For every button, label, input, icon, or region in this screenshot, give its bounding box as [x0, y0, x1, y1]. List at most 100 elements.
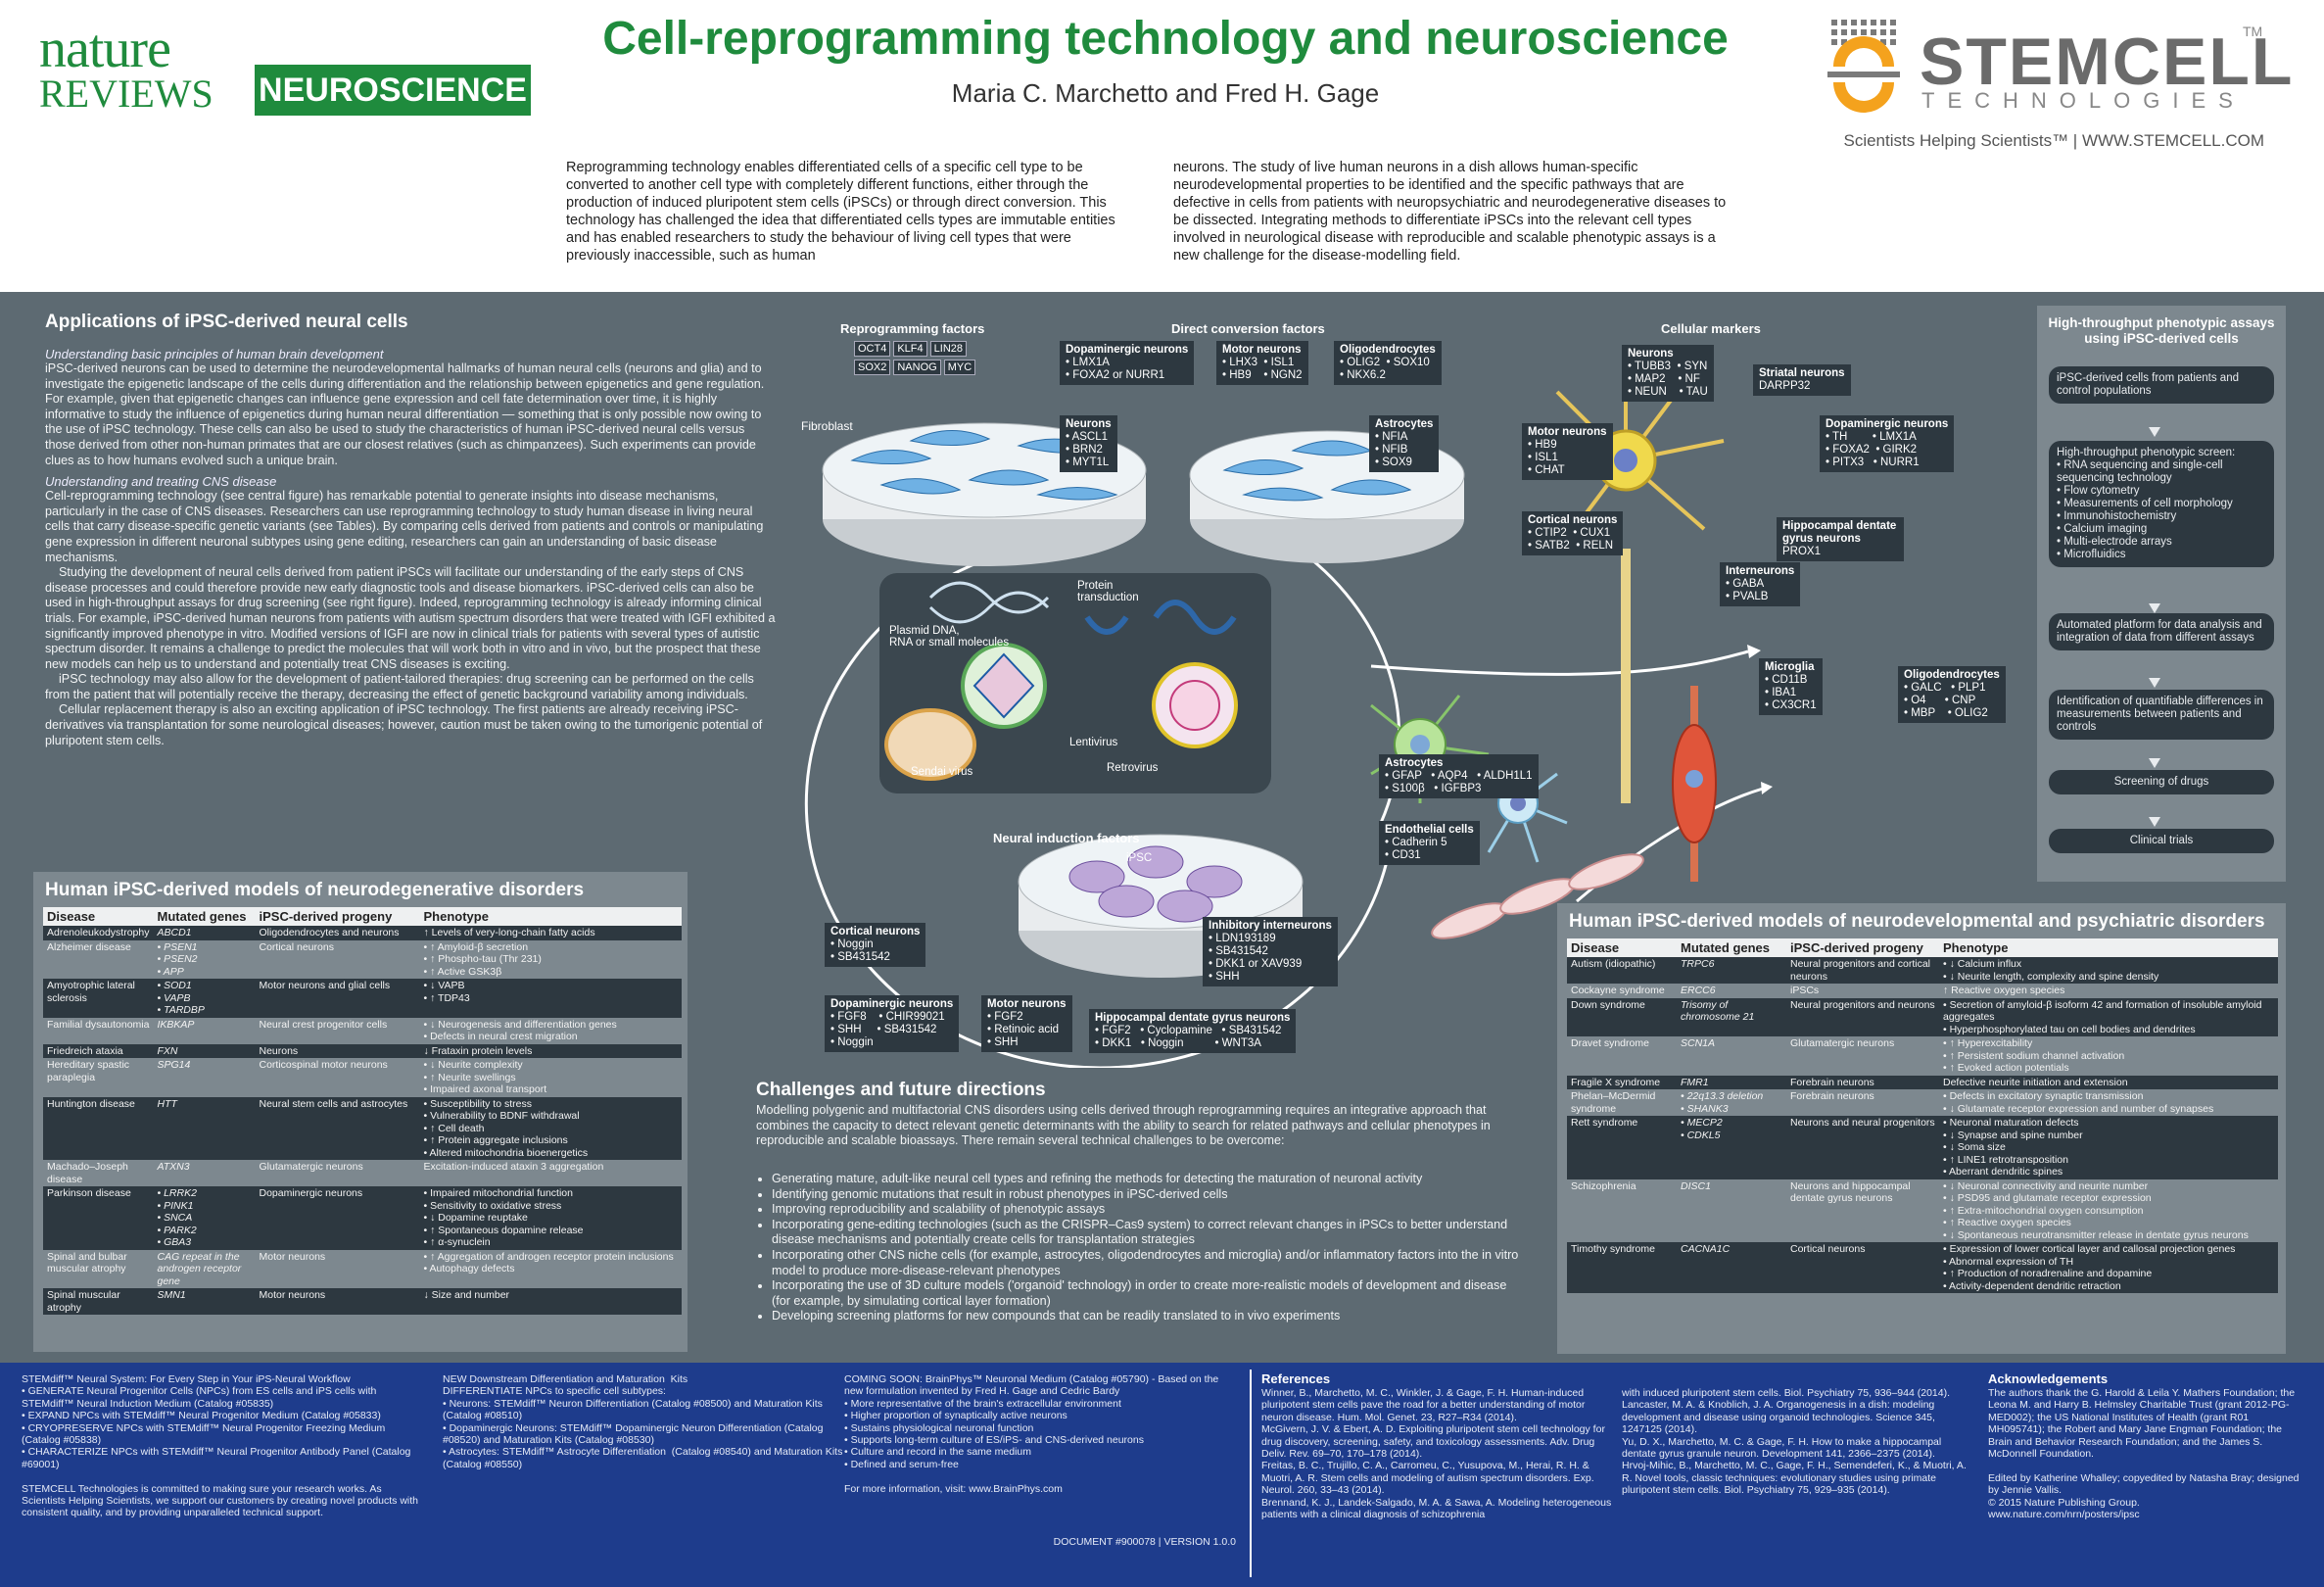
ht-step-6: Clinical trials — [2049, 829, 2274, 853]
down-arrow-icon — [2149, 427, 2160, 437]
sponsor-trademark: TM — [2243, 24, 2263, 39]
reprog-factor-tags: OCT4 KLF4 LIN28 SOX2 NANOG MYC — [854, 341, 991, 375]
dev-cell-phenotype: • Neuronal maturation defects • ↓ Synaps… — [1939, 1116, 2278, 1179]
poster-authors: Maria C. Marchetto and Fred H. Gage — [951, 78, 1380, 108]
degen-cell-disease: Friedreich ataxia — [43, 1043, 154, 1058]
dev-table-row: Phelan–McDermid syndrome• 22q13.3 deleti… — [1567, 1089, 2278, 1116]
degen-col-disease: Disease — [43, 907, 154, 926]
degen-cell-genes: • LRRK2 • PINK1 • SNCA • PARK2 • GBA3 — [153, 1186, 256, 1250]
marker-micro-title: Microglia — [1765, 661, 1815, 673]
marker-cortical-list: • CTIP2 • CUX1 • SATB2 • RELN — [1528, 527, 1614, 552]
degen-cell-phenotype: • ↑ Aggregation of androgen receptor pro… — [419, 1249, 682, 1288]
degen-cell-disease: Huntington disease — [43, 1096, 154, 1160]
degen-cell-phenotype: • ↓ VAPB • ↑ TDP43 — [419, 979, 682, 1018]
marker-inter-box: Interneurons• GABA • PVALB — [1720, 562, 1801, 606]
down-arrow-icon — [2149, 817, 2160, 827]
dev-cell-genes: Trisomy of chromosome 21 — [1677, 997, 1786, 1036]
degen-cell-disease: Spinal muscular atrophy — [43, 1288, 154, 1315]
dev-cell-genes: • 22q13.3 deletion • SHANK3 — [1677, 1089, 1786, 1116]
degen-cell-genes: IKBKAP — [153, 1017, 256, 1044]
ht-step-3: Automated platform for data analysis and… — [2049, 613, 2274, 650]
degen-cell-progeny: Motor neurons — [255, 1249, 420, 1288]
marker-neurons-box: Neurons• TUBB3 • SYN • MAP2 • NF • NEUN … — [1622, 345, 1714, 402]
reprog-tag-lin28: LIN28 — [929, 341, 967, 357]
degen-cell-phenotype: ↑ Levels of very-long-chain fatty acids — [419, 926, 682, 940]
dev-cell-genes: DISC1 — [1677, 1178, 1786, 1242]
challenge-item: Incorporating the use of 3D culture mode… — [772, 1278, 1528, 1309]
lentivirus-label: Lentivirus — [1069, 737, 1118, 748]
dev-cell-phenotype: • ↑ Hyperexcitability • ↑ Persistent sod… — [1939, 1036, 2278, 1076]
dev-cell-progeny: Forebrain neurons — [1786, 1089, 1939, 1116]
degen-col-progeny: iPSC-derived progeny — [255, 907, 420, 926]
applications-p4: iPSC technology may also allow for the d… — [45, 672, 754, 701]
marker-inter-list: • GABA • PVALB — [1726, 578, 1769, 602]
marker-inter-title: Interneurons — [1726, 565, 1795, 577]
dev-cell-genes: CACNA1C — [1677, 1242, 1786, 1293]
reprog-tag-klf4: KLF4 — [893, 341, 927, 357]
degen-cell-disease: Alzheimer disease — [43, 939, 154, 979]
ipsc-dish-icon — [1018, 834, 1304, 978]
footer-stemdiff: STEMdiff™ Neural System: For Every Step … — [22, 1373, 419, 1519]
dev-cell-phenotype: • ↓ Calcium influx • ↓ Neurite length, c… — [1939, 957, 2278, 984]
marker-oligo-box: Oligodendrocytes• GALC • PLP1 • O4 • CNP… — [1898, 666, 2006, 723]
degen-table-row: Amyotrophic lateral sclerosis• SOD1 • VA… — [43, 979, 682, 1018]
degen-cell-phenotype: ↓ Frataxin protein levels — [419, 1043, 682, 1058]
direct-motor-box: Motor neurons• LHX3 • ISL1 • HB9 • NGN2 — [1216, 341, 1308, 385]
degen-cell-progeny: Corticospinal motor neurons — [255, 1058, 420, 1097]
dev-cell-progeny: iPSCs — [1786, 984, 1939, 998]
applications-sub1: Understanding basic principles of human … — [45, 347, 384, 361]
dev-cell-disease: Cockayne syndrome — [1567, 984, 1677, 998]
footer-divider — [1250, 1370, 1252, 1577]
degen-cell-progeny: Neural crest progenitor cells — [255, 1017, 420, 1044]
dev-cell-genes: FMR1 — [1677, 1075, 1786, 1089]
footer-kits: NEW Downstream Differentiation and Matur… — [443, 1373, 843, 1470]
references-title: References — [1261, 1371, 1331, 1386]
dev-cell-disease: Rett syndrome — [1567, 1116, 1677, 1179]
challenges-list: Generating mature, adult-like neural cel… — [756, 1172, 1528, 1324]
degen-col-genes: Mutated genes — [153, 907, 256, 926]
ht-step-4: Identification of quantifiable differenc… — [2049, 690, 2274, 740]
degen-cell-phenotype: • Susceptibility to stress • Vulnerabili… — [419, 1096, 682, 1160]
induction-inhib-title: Inhibitory interneurons — [1209, 920, 1332, 932]
marker-cortical-box: Cortical neurons• CTIP2 • CUX1 • SATB2 •… — [1522, 511, 1624, 555]
direct-astro-box: Astrocytes• NFIA • NFIB • SOX9 — [1369, 415, 1440, 472]
induction-cortical-title: Cortical neurons — [830, 926, 921, 938]
applications-p5: Cellular replacement therapy is also an … — [45, 702, 763, 747]
induction-hdg-factors: • FGF2 • Cyclopamine • SB431542 • DKK1 •… — [1095, 1025, 1282, 1049]
degen-cell-progeny: Motor neurons — [255, 1288, 420, 1315]
induction-motor-factors: • FGF2 • Retinoic acid • SHH — [987, 1011, 1060, 1048]
degen-cell-genes: • PSEN1 • PSEN2 • APP — [153, 939, 256, 979]
marker-neurons-title: Neurons — [1628, 348, 1674, 360]
applications-sub2: Understanding and treating CNS disease — [45, 474, 277, 490]
marker-astro-list: • GFAP • AQP4 • ALDH1L1 • S100β • IGFBP3 — [1385, 770, 1533, 794]
down-arrow-icon — [2149, 603, 2160, 613]
dev-cell-progeny: Neural progenitors and neurons — [1786, 997, 1939, 1036]
marker-micro-list: • CD11B • IBA1 • CX3CR1 — [1765, 674, 1817, 711]
dev-cell-phenotype: • Defects in excitatory synaptic transmi… — [1939, 1089, 2278, 1116]
acknowledgements-body: The authors thank the G. Harold & Leila … — [1988, 1387, 2300, 1521]
dev-cell-progeny: Neural progenitors and cortical neurons — [1786, 957, 1939, 984]
ht-step-2: High-throughput phenotypic screen: • RNA… — [2049, 441, 2274, 567]
dev-table-title: Human iPSC-derived models of neurodevelo… — [1569, 911, 2265, 932]
degen-table-row: Parkinson disease• LRRK2 • PINK1 • SNCA … — [43, 1186, 682, 1250]
dev-cell-disease: Phelan–McDermid syndrome — [1567, 1089, 1677, 1116]
marker-cortical-title: Cortical neurons — [1528, 514, 1618, 526]
reprog-factors-heading: Reprogramming factors — [840, 321, 985, 336]
lentivirus-icon — [961, 643, 1047, 729]
degen-cell-phenotype: • ↓ Neurogenesis and differentiation gen… — [419, 1017, 682, 1044]
degen-cell-progeny: Glutamatergic neurons — [255, 1160, 420, 1186]
dev-cell-phenotype: • Expression of lower cortical layer and… — [1939, 1242, 2278, 1293]
degen-cell-phenotype: ↓ Size and number — [419, 1288, 682, 1315]
marker-motor-box: Motor neurons• HB9 • ISL1 • CHAT — [1522, 423, 1613, 480]
dev-table-grid: Disease Mutated genes iPSC-derived proge… — [1567, 938, 2278, 1293]
marker-astro-box: Astrocytes• GFAP • AQP4 • ALDH1L1 • S100… — [1379, 754, 1539, 798]
dev-cell-phenotype: • ↓ Neuronal connectivity and neurite nu… — [1939, 1178, 2278, 1242]
challenges-title: Challenges and future directions — [756, 1080, 1046, 1100]
